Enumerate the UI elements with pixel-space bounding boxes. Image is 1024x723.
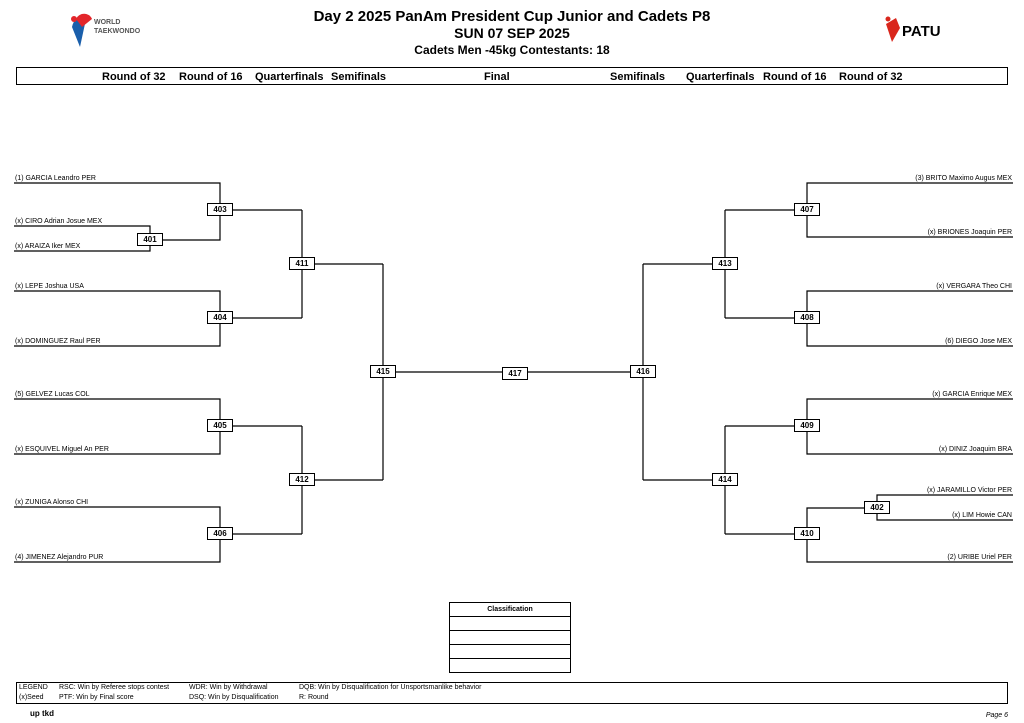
legend-dqb: DQB: Win by Disqualification for Unsport… bbox=[299, 684, 482, 691]
legend-dsq: DSQ: Win by Disqualification bbox=[189, 694, 279, 701]
classification-row-4 bbox=[449, 658, 571, 673]
round-label-left-r32: Round of 32 bbox=[102, 71, 166, 83]
event-date: SUN 07 SEP 2025 bbox=[454, 25, 570, 41]
round-label-right-qf: Quarterfinals bbox=[686, 71, 755, 83]
round-label-final: Final bbox=[484, 71, 510, 83]
rounds-header-bar bbox=[16, 67, 1008, 85]
match-box-416[interactable]: 416 bbox=[630, 365, 656, 378]
round-label-right-sf: Semifinals bbox=[610, 71, 666, 83]
player-right-4: (6) DIEGO Jose MEX bbox=[945, 338, 1012, 345]
player-right-6: (x) DINIZ Joaquim BRA bbox=[938, 446, 1012, 453]
match-box-404[interactable]: 404 bbox=[207, 311, 233, 324]
classification-row-2 bbox=[449, 630, 571, 645]
match-box-412[interactable]: 412 bbox=[289, 473, 315, 486]
player-left-4: (x) LEPE Joshua USA bbox=[15, 283, 84, 290]
player-right-2: (x) BRIONES Joaquin PER bbox=[927, 229, 1012, 236]
player-right-3: (x) VERGARA Theo CHI bbox=[936, 283, 1012, 290]
match-box-409[interactable]: 409 bbox=[794, 419, 820, 432]
player-left-8: (x) ZUNIGA Alonso CHI bbox=[15, 499, 89, 506]
match-box-411[interactable]: 411 bbox=[289, 257, 315, 270]
player-left-2: (x) CIRO Adrian Josue MEX bbox=[15, 218, 103, 225]
logo-taekwondo-text: TAEKWONDO bbox=[94, 28, 141, 35]
match-box-408[interactable]: 408 bbox=[794, 311, 820, 324]
legend-ptf: PTF: Win by Final score bbox=[59, 694, 134, 701]
match-box-413[interactable]: 413 bbox=[712, 257, 738, 270]
round-label-right-r16: Round of 16 bbox=[763, 71, 827, 83]
patu-logo-text: PATU bbox=[902, 23, 941, 40]
legend-title: LEGEND bbox=[19, 684, 48, 691]
match-box-407[interactable]: 407 bbox=[794, 203, 820, 216]
player-right-5: (x) GARCIA Enrique MEX bbox=[932, 391, 1012, 398]
match-box-406[interactable]: 406 bbox=[207, 527, 233, 540]
up-tkd-logo: up tkd bbox=[30, 709, 54, 718]
player-right-7: (x) JARAMILLO Victor PER bbox=[926, 487, 1012, 494]
classification-table: Classification bbox=[449, 602, 571, 673]
legend-wdr: WDR: Win by Withdrawal bbox=[189, 684, 268, 691]
legend-seed: (x)Seed bbox=[19, 694, 44, 701]
player-right-8: (x) LIM Howie CAN bbox=[952, 512, 1012, 519]
round-label-left-qf: Quarterfinals bbox=[255, 71, 324, 83]
logo-world-text: WORLD bbox=[94, 19, 120, 26]
page-number: Page 6 bbox=[985, 712, 1008, 719]
match-box-402[interactable]: 402 bbox=[864, 501, 890, 514]
match-box-410[interactable]: 410 bbox=[794, 527, 820, 540]
page-title: Day 2 2025 PanAm President Cup Junior an… bbox=[313, 8, 711, 25]
category-info: Cadets Men -45kg Contestants: 18 bbox=[414, 43, 610, 57]
player-left-6: (5) GELVEZ Lucas COL bbox=[15, 391, 90, 398]
player-right-9: (2) URIBE Uriel PER bbox=[947, 554, 1012, 561]
match-box-401[interactable]: 401 bbox=[137, 233, 163, 246]
classification-row-3 bbox=[449, 644, 571, 659]
patu-logo: PATU bbox=[882, 14, 968, 46]
classification-title: Classification bbox=[449, 602, 571, 617]
legend-round: R: Round bbox=[299, 694, 329, 701]
match-box-403[interactable]: 403 bbox=[207, 203, 233, 216]
player-right-1: (3) BRITO Maximo Augus MEX bbox=[915, 175, 1012, 182]
round-label-left-r16: Round of 16 bbox=[179, 71, 243, 83]
match-box-414[interactable]: 414 bbox=[712, 473, 738, 486]
round-label-right-r32: Round of 32 bbox=[839, 71, 903, 83]
player-left-7: (x) ESQUIVEL Miguel An PER bbox=[15, 446, 109, 453]
classification-row-1 bbox=[449, 616, 571, 631]
legend-rsc: RSC: Win by Referee stops contest bbox=[59, 684, 170, 691]
player-left-1: (1) GARCIA Leandro PER bbox=[15, 175, 96, 182]
match-box-405[interactable]: 405 bbox=[207, 419, 233, 432]
player-left-5: (x) DOMINGUEZ Raul PER bbox=[15, 338, 101, 345]
player-left-3: (x) ARAIZA Iker MEX bbox=[15, 243, 81, 250]
round-label-left-sf: Semifinals bbox=[331, 71, 387, 83]
world-taekwondo-logo: WORLD TAEKWONDO bbox=[66, 9, 156, 49]
player-left-9: (4) JIMENEZ Alejandro PUR bbox=[15, 554, 104, 561]
match-box-417[interactable]: 417 bbox=[502, 367, 528, 380]
legend-box bbox=[16, 682, 1008, 704]
match-box-415[interactable]: 415 bbox=[370, 365, 396, 378]
